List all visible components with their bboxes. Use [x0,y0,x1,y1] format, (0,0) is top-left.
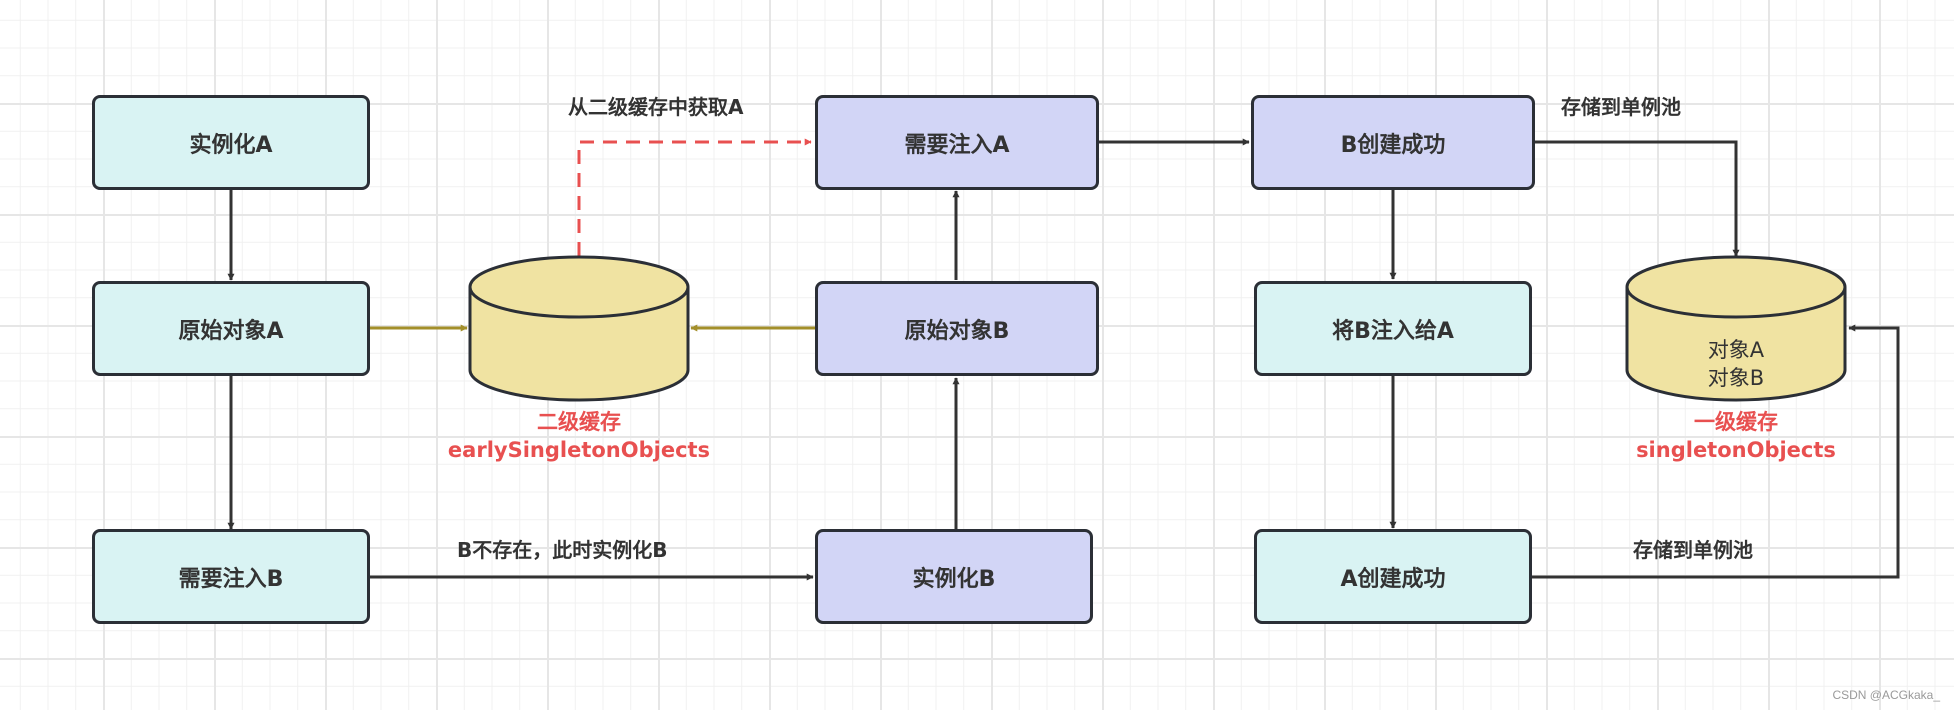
node-need-inject-a[interactable]: 需要注入A [815,95,1099,190]
node-b-created[interactable]: B创建成功 [1251,95,1535,190]
node-label: 原始对象B [904,318,1010,344]
edge-label-store-pool-a: 存储到单例池 [1633,538,1753,562]
first-cache-contents: 对象A 对象B [1627,336,1845,392]
first-level-cache-cylinder [1625,255,1847,402]
node-a-created[interactable]: A创建成功 [1254,529,1532,624]
second-cache-name: earlySingletonObjects [447,438,711,462]
second-level-cache-label: 二级缓存 earlySingletonObjects [429,408,729,464]
node-label: 原始对象A [178,318,284,344]
edge-label-b-not-exist: B不存在，此时实例化B [457,538,668,562]
first-cache-title: 一级缓存 [1694,410,1778,434]
first-cache-item: 对象B [1707,366,1765,390]
node-instantiate-a[interactable]: 实例化A [92,95,370,190]
first-level-cache-label: 一级缓存 singletonObjects [1586,408,1886,464]
edge-label-get-from-second-cache: 从二级缓存中获取A [568,95,744,119]
watermark: CSDN @ACGkaka_ [1832,688,1940,702]
second-cache-title: 二级缓存 [537,410,621,434]
node-instantiate-b[interactable]: 实例化B [815,529,1093,624]
node-label: B创建成功 [1340,132,1446,158]
node-label: 实例化A [189,132,273,158]
edge-a-created-to-first-cache [1530,324,1900,579]
node-label: 实例化B [912,566,996,592]
node-label: 需要注入A [904,132,1010,158]
node-raw-object-a[interactable]: 原始对象A [92,281,370,376]
edge-b-created-to-first-cache [1533,140,1740,257]
node-label: A创建成功 [1340,566,1446,592]
first-cache-item: 对象A [1707,338,1765,362]
node-inject-b-into-a[interactable]: 将B注入给A [1254,281,1532,376]
node-need-inject-b[interactable]: 需要注入B [92,529,370,624]
first-cache-name: singletonObjects [1636,438,1836,462]
node-label: 将B注入给A [1332,318,1454,344]
edge-label-store-pool-b: 存储到单例池 [1561,95,1681,119]
node-label: 需要注入B [178,566,284,592]
second-level-cache-cylinder [468,255,690,402]
node-raw-object-b[interactable]: 原始对象B [815,281,1099,376]
edge-second-cache-to-need-inject-a [577,138,812,256]
